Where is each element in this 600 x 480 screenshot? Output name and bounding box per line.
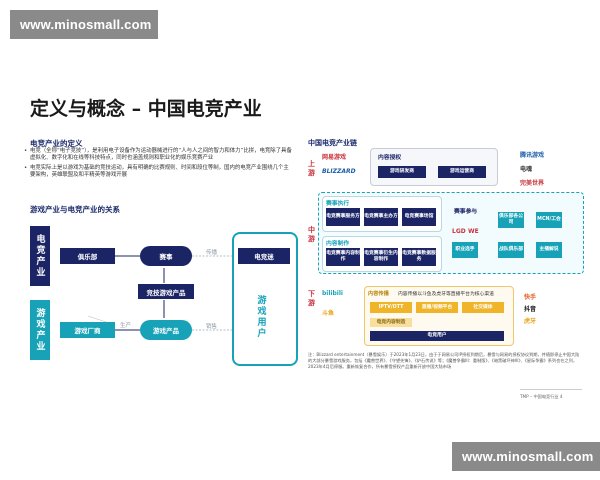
participation-item: 战队俱乐部 <box>498 242 524 258</box>
prod-item: 电竞赛事内容制作 <box>326 248 360 266</box>
dianhun-logo: 电魂 <box>520 166 533 173</box>
kuaishou-logo: 快手 <box>524 294 537 301</box>
definition-list: 电竞（全称“电子竞技”），是利用电子设备作为运动器械进行的“人与人之间的智力和体… <box>24 148 292 180</box>
participation-item: 职业选手 <box>452 242 478 258</box>
definition-bullet: 电竞（全称“电子竞技”），是利用电子设备作为运动器械进行的“人与人之间的智力和体… <box>24 148 292 163</box>
tier-downstream: 下游 <box>308 290 315 307</box>
definition-bullet: 电竞实际上是以游戏为基础的竞技运动，具有明确的比赛规则、时间和段位等制，国内的电… <box>24 165 292 180</box>
esports-industry-bar: 电竞产业 <box>30 226 50 286</box>
label-produce: 生产 <box>120 323 132 329</box>
exec-item: 电竞赛事主办方 <box>364 208 398 226</box>
relation-heading: 游戏产业与电竞产业的关系 <box>30 205 120 214</box>
downstream-item: 直播/视频平台 <box>416 302 458 313</box>
competitive-product-box: 竞技游戏产品 <box>138 284 194 299</box>
watermark-bottom: www.minosmall.com <box>452 442 600 471</box>
downstream-item: 社交媒体 <box>462 302 504 313</box>
upstream-panel-title: 内容授权 <box>378 155 402 161</box>
downstream-content: 电竞内容制造 <box>370 318 412 327</box>
page-number: TMP – 中国电竞行业 4 <box>520 394 563 399</box>
prod-item: 电竞赛事数据服务 <box>402 248 436 266</box>
tier-upstream: 上游 <box>308 160 315 177</box>
chain-heading: 中国电竞产业链 <box>308 139 357 147</box>
users-frame <box>232 232 298 366</box>
douyin-logo: 抖音 <box>524 306 537 313</box>
upstream-item: 游戏运营商 <box>438 166 486 178</box>
douyu-logo: 斗鱼 <box>322 310 335 317</box>
participation-item: 主播解说 <box>536 242 562 258</box>
downstream-panel-prefix: 内容传播 <box>368 291 389 297</box>
we-logo: WE <box>468 228 479 235</box>
fans-box: 电竞迷 <box>238 248 290 264</box>
definition-heading: 电竞产业的定义 <box>30 139 83 148</box>
footer-divider <box>520 389 582 390</box>
exec-item: 电竞赛事场馆 <box>402 208 436 226</box>
users-label: 游戏用户 <box>257 296 267 339</box>
event-pill: 赛事 <box>140 246 192 266</box>
tier-midstream: 中游 <box>308 226 315 243</box>
game-vendor-box: 游戏厂商 <box>60 322 115 338</box>
downstream-audience: 电竞用户 <box>370 331 504 341</box>
lgd-logo: LGD <box>452 228 466 235</box>
club-box: 俱乐部 <box>60 248 115 264</box>
participation-title: 赛事参与 <box>454 209 478 215</box>
label-broadcast: 传播 <box>206 250 218 256</box>
downstream-panel-title: 内容传播以斗鱼及虎牙等直播平台为核心渠道 <box>398 292 494 297</box>
prod-item: 电竞赛事衍生内容制作 <box>364 248 398 266</box>
exec-item: 电竞赛事服务方 <box>326 208 360 226</box>
bilibili-logo: bilibili <box>322 290 343 297</box>
huya-logo: 虎牙 <box>524 318 537 325</box>
games-industry-bar: 游戏产业 <box>30 300 50 360</box>
game-product-pill: 游戏产品 <box>140 320 192 340</box>
upstream-item: 游戏研发商 <box>378 166 426 178</box>
blizzard-logo: BLIZZARD <box>322 168 356 175</box>
exec-panel-title: 赛事执行 <box>326 201 350 207</box>
label-sell: 销售 <box>206 324 218 330</box>
tencent-games-logo: 腾讯游戏 <box>520 152 545 159</box>
watermark-top: www.minosmall.com <box>10 10 158 39</box>
prod-panel-title: 内容制作 <box>326 241 350 247</box>
downstream-item: IPTV/OTT <box>370 302 412 313</box>
mcn-box: MCN/工会 <box>536 212 562 228</box>
footnote: 注：Blizzard entertainment（暴雪娱乐）于2023年1月23… <box>308 352 580 369</box>
perfect-world-logo: 完美世界 <box>520 180 545 187</box>
participation-item: 俱乐部各公司 <box>498 212 524 228</box>
page-title: 定义与概念 – 中国电竞产业 <box>30 98 262 120</box>
netease-logo: 网易游戏 <box>322 154 347 161</box>
